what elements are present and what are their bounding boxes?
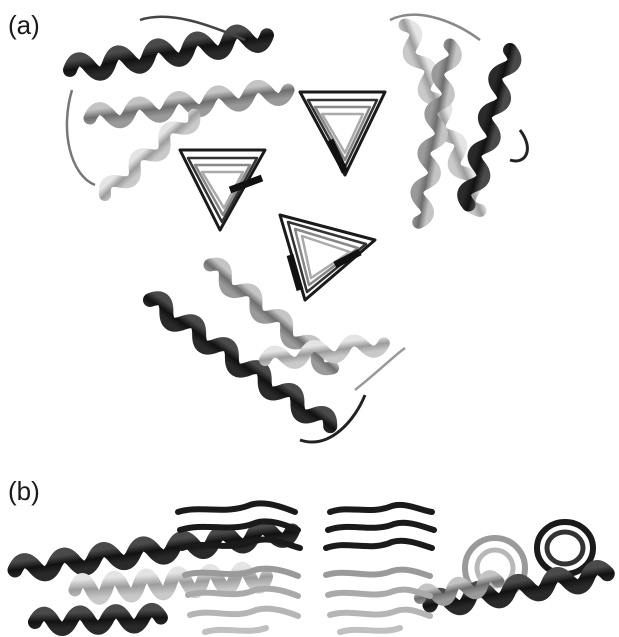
beta-triangle-center <box>280 215 375 300</box>
beta-triangle-left <box>180 150 265 230</box>
helix-dark-top-left <box>68 26 268 78</box>
loop-top-left <box>67 90 95 185</box>
loop-top-right-2 <box>510 130 527 161</box>
panel-b <box>14 503 609 632</box>
helix-dark-bottom-left-b <box>35 610 161 630</box>
helix-bundle-top-right <box>390 15 527 224</box>
panel-a <box>67 15 527 442</box>
beta-triangle-top <box>300 92 385 175</box>
helix-dark-bottom <box>146 294 335 432</box>
helix-dark-top-right <box>462 48 517 206</box>
helix-bundle-top-left <box>67 17 289 200</box>
helix-bundle-bottom <box>146 260 405 442</box>
beta-strands-right-b <box>326 505 434 632</box>
helix-right-b <box>419 522 609 613</box>
